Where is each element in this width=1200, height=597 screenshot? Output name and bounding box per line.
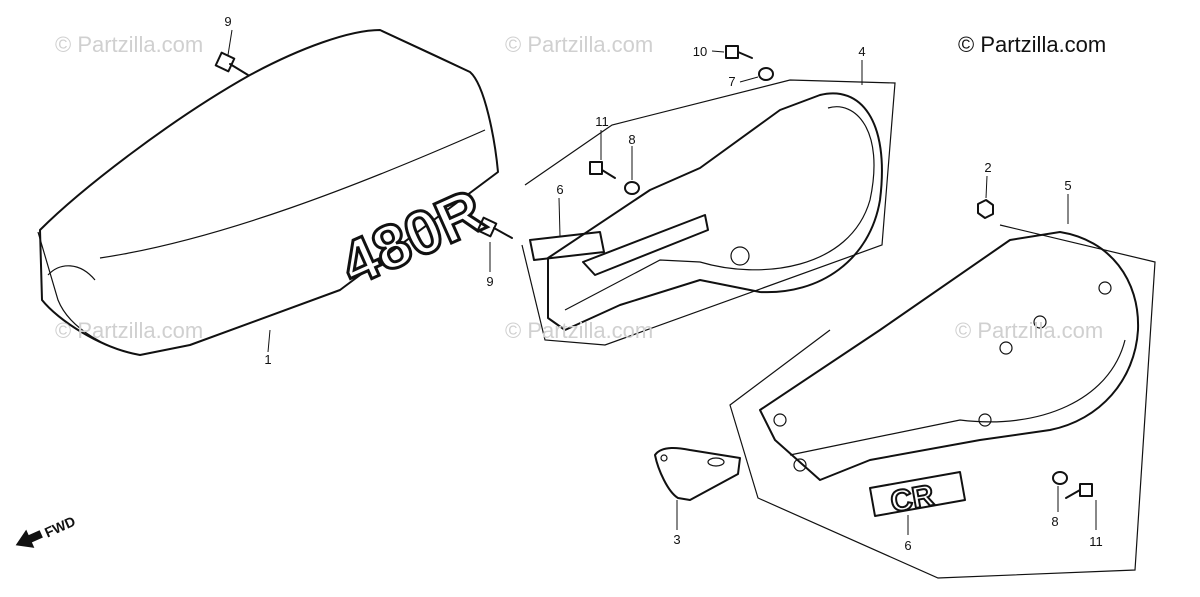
watermark: © Partzilla.com bbox=[955, 318, 1104, 343]
watermark: © Partzilla.com bbox=[55, 318, 204, 343]
callout-label: 5 bbox=[1064, 178, 1071, 193]
watermark: © Partzilla.com bbox=[55, 32, 204, 57]
callout-label: 3 bbox=[673, 532, 680, 547]
screw-icon bbox=[589, 161, 616, 179]
watermark: © Partzilla.com bbox=[505, 32, 654, 57]
washer-icon bbox=[758, 67, 774, 81]
bolt-icon bbox=[476, 216, 513, 239]
fwd-arrow-icon: FWD bbox=[15, 513, 78, 548]
callout-label: 6 bbox=[904, 538, 911, 553]
seat-decal: 480R bbox=[331, 176, 494, 299]
callout-label: 9 bbox=[224, 14, 231, 29]
callout-label: 11 bbox=[595, 114, 609, 129]
bolt-icon bbox=[1065, 483, 1093, 499]
callout-labels: 9 1 9 10 7 11 8 6 4 2 5 3 6 8 11 bbox=[224, 14, 1102, 553]
screw-icon bbox=[725, 45, 753, 59]
callout-label: 9 bbox=[486, 274, 493, 289]
left-side-cover bbox=[521, 79, 896, 346]
cr-decal: CR bbox=[869, 471, 966, 520]
callout-label: 11 bbox=[1089, 534, 1103, 549]
washer-icon bbox=[624, 181, 640, 195]
right-side-cover bbox=[729, 224, 1156, 579]
callout-label: 8 bbox=[628, 132, 635, 147]
copyright-notice: © Partzilla.com bbox=[958, 32, 1107, 57]
callout-label: 8 bbox=[1051, 514, 1058, 529]
leader-lines bbox=[227, 29, 1097, 535]
callout-label: 4 bbox=[858, 44, 865, 59]
cr-decal-text: CR bbox=[888, 479, 937, 519]
decal-plate bbox=[529, 231, 605, 261]
bracket bbox=[654, 447, 741, 501]
watermark: © Partzilla.com bbox=[505, 318, 654, 343]
fwd-label: FWD bbox=[42, 513, 78, 541]
seat: 480R bbox=[37, 29, 499, 356]
bolt-icon bbox=[214, 51, 249, 76]
washer-icon bbox=[1052, 471, 1068, 485]
callout-label: 7 bbox=[728, 74, 735, 89]
nut-icon bbox=[977, 199, 994, 219]
callout-label: 2 bbox=[984, 160, 991, 175]
callout-label: 1 bbox=[264, 352, 271, 367]
callout-label: 6 bbox=[556, 182, 563, 197]
callout-label: 10 bbox=[693, 44, 707, 59]
